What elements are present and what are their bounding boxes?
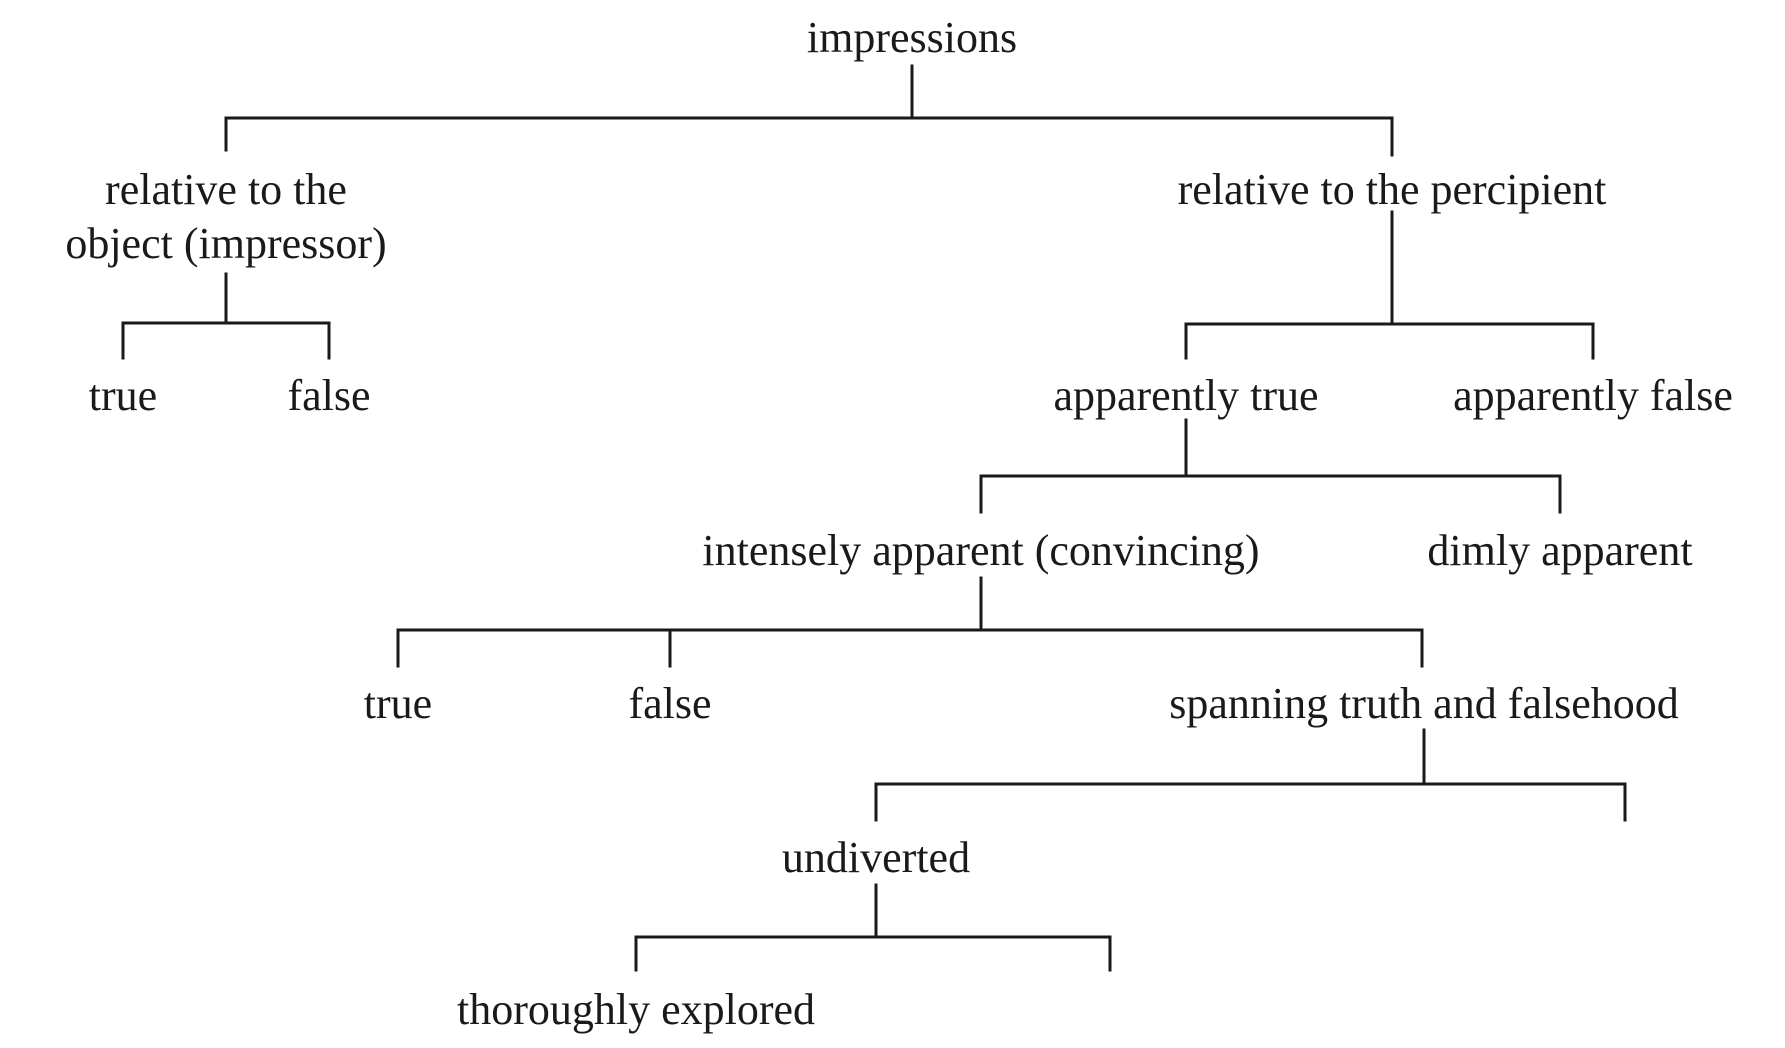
node-labels: impressions relative to the object (impr… (65, 13, 1733, 1034)
node-convincing-true: true (364, 679, 432, 728)
node-apparently-true: apparently true (1053, 371, 1318, 420)
node-object-true: true (89, 371, 157, 420)
node-thoroughly-explored: thoroughly explored (457, 985, 815, 1034)
node-apparently-false: apparently false (1453, 371, 1733, 420)
node-convincing-false: false (628, 679, 711, 728)
node-undiverted: undiverted (782, 833, 970, 882)
connectors (121, 64, 1627, 972)
node-object-false: false (287, 371, 370, 420)
node-relative-percipient: relative to the percipient (1178, 165, 1607, 214)
node-relative-object-line1: relative to the (105, 165, 347, 214)
node-impressions: impressions (807, 13, 1017, 62)
node-dimly-apparent: dimly apparent (1427, 526, 1692, 575)
node-intensely-apparent: intensely apparent (convincing) (702, 526, 1259, 575)
node-spanning: spanning truth and falsehood (1169, 679, 1679, 728)
node-relative-object-line2: object (impressor) (65, 219, 386, 268)
